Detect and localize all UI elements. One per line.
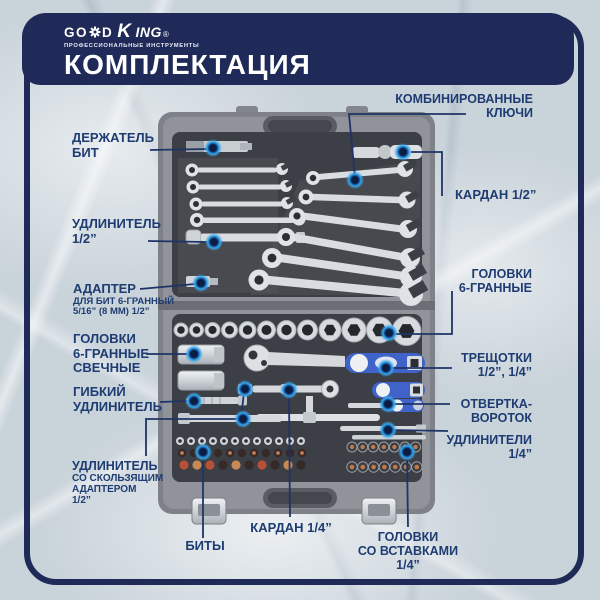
label-combo-wrenches: КОМБИНИРОВАННЫЕ КЛЮЧИ [395, 92, 533, 120]
page-title: КОМПЛЕКТАЦИЯ [64, 49, 311, 80]
marker-dot [380, 324, 398, 342]
callout-line-hex-sockets [392, 291, 453, 335]
label-bits: БИТЫ [185, 538, 225, 553]
marker-dot [185, 345, 203, 363]
t-handle [256, 396, 380, 423]
label-spark-sockets: ГОЛОВКИ 6-ГРАННЫЕ СВЕЧНЫЕ [73, 331, 150, 376]
callout-line-cardan-quarter [288, 393, 291, 518]
tool-case [158, 106, 435, 525]
marker-dot [192, 274, 210, 292]
callout-lines [139, 113, 466, 538]
logo-text-good-post: D [102, 25, 114, 40]
callout-line-sliding-extension [145, 391, 245, 456]
logo-text-king-rest: ING [135, 24, 162, 40]
callout-line-cardan-half [411, 151, 443, 196]
marker-dot [379, 395, 397, 413]
ratchet-half [243, 344, 345, 372]
blue-ratchet-medium [372, 382, 425, 398]
marker-dots [185, 139, 416, 461]
label-extension-half: УДЛИНИТЕЛЬ 1/2” [72, 216, 161, 246]
label-extensions-quarter: УДЛИНИТЕЛИ 1/4” [446, 433, 532, 461]
gear-icon [89, 26, 101, 42]
marker-dot [346, 171, 364, 189]
label-sliding-extension: УДЛИНИТЕЛЬ СО СКОЛЬЗЯЩИМ АДАПТЕРОМ 1/2” [72, 459, 164, 507]
label-cardan-half: КАРДАН 1/2” [455, 187, 537, 202]
callout-line-flex-extension [159, 400, 188, 403]
label-hex-sockets: ГОЛОВКИ 6-ГРАННЫЕ [458, 267, 532, 295]
label-bit-holder: ДЕРЖАТЕЛЬ БИТ [72, 130, 154, 160]
marker-dot [398, 443, 416, 461]
label-adapter: АДАПТЕР ДЛЯ БИТ 6-ГРАННЫЙ 5/16” (8 ММ) 1… [73, 281, 175, 318]
marker-dot [194, 443, 212, 461]
marker-dot [234, 410, 252, 428]
label-cardan-quarter: КАРДАН 1/4” [250, 520, 332, 535]
case-latch-right [361, 497, 397, 525]
large-combination-wrenches [248, 159, 429, 306]
callout-line-insert-sockets [406, 454, 409, 528]
marker-dot [394, 143, 412, 161]
label-flex-extension: ГИБКИЙ УДЛИНИТЕЛЬ [73, 384, 162, 414]
label-insert-sockets: ГОЛОВКИ СО ВСТАВКАМИ 1/4” [357, 530, 459, 572]
marker-dot [280, 381, 298, 399]
callout-line-combo-wrenches [348, 113, 466, 178]
marker-dot [377, 359, 395, 377]
marker-dot [204, 139, 222, 157]
registered-trademark-icon: ® [162, 30, 169, 39]
label-ratchets: ТРЕЩОТКИ 1/2”, 1/4” [460, 351, 532, 379]
marker-dot [236, 380, 254, 398]
brand-tagline: ПРОФЕССИОНАЛЬНЫЕ ИНСТРУМЕНТЫ [64, 43, 200, 49]
logo-text-good-pre: GO [64, 25, 89, 40]
label-screwdriver: ОТВЕРТКА- ВОРОТОК [460, 397, 532, 425]
marker-dot [379, 421, 397, 439]
marker-dot [185, 392, 203, 410]
marker-dot [205, 233, 223, 251]
callout-line-extensions-quarter [391, 429, 449, 432]
hex-socket-row [173, 316, 422, 346]
case-latch-left [191, 497, 227, 525]
callout-line-bit-holder [149, 148, 209, 151]
callout-line-extension-half [147, 240, 208, 243]
callout-line-adapter [139, 283, 196, 290]
logo-text-king-initial: K [117, 21, 132, 42]
